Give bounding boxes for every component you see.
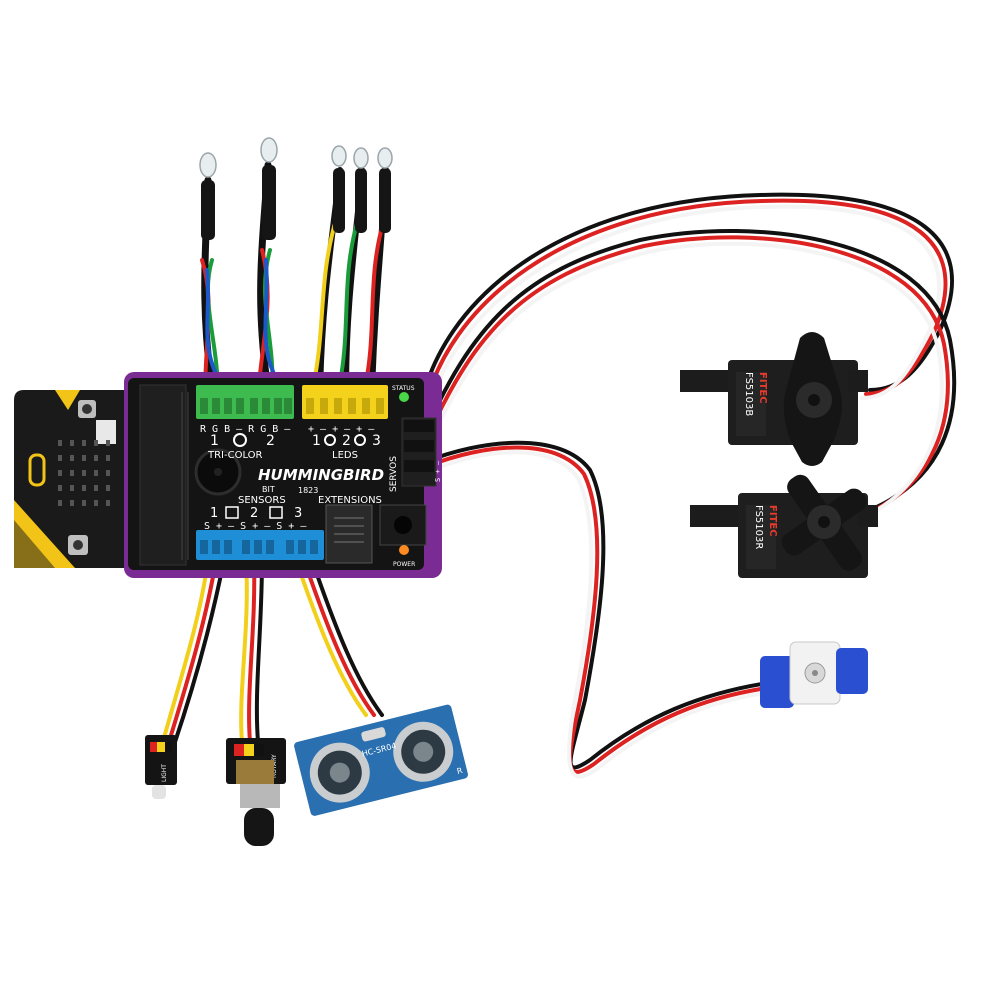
- led-port-1: 1: [312, 433, 321, 449]
- led-header-text: + – + – + –: [308, 424, 375, 435]
- sensor-port-2: 2: [250, 506, 258, 521]
- led-bulbs: [199, 137, 393, 178]
- rotary-knob: [244, 808, 274, 846]
- ultrasonic-sensor: HC-SR04 R: [294, 704, 468, 816]
- servo-a-brand: FITEC: [757, 372, 768, 404]
- micro-servo: [760, 641, 868, 708]
- brand-logo-text: HUMMINGBIRD: [258, 466, 384, 484]
- led-terminals: [302, 385, 388, 419]
- led-matrix: [58, 440, 110, 506]
- led-port-2: 2: [342, 433, 351, 449]
- sensor-header-text: S + – S + – S + –: [204, 521, 307, 532]
- servos-label: SERVOS: [389, 456, 399, 492]
- sensors-label: SENSORS: [238, 495, 286, 506]
- brand-sub-text: BIT: [262, 485, 275, 494]
- servo-fs5103r: FITEC FS5103R: [690, 474, 878, 578]
- servo-fs5103b: FITEC FS5103B: [680, 332, 868, 466]
- servo-plugs: [404, 420, 434, 472]
- led-port-3: 3: [372, 433, 381, 449]
- extensions-label: EXTENSIONS: [318, 495, 382, 506]
- status-led: [399, 392, 409, 402]
- servo-wires: [418, 192, 957, 779]
- sensor-wires: [160, 558, 384, 747]
- tri-color-port-2: 2: [266, 433, 275, 449]
- microbit-board: [14, 390, 145, 568]
- led-icons: [324, 434, 366, 446]
- board-code: 1823: [298, 486, 318, 495]
- servo-b-model: FS5103R: [753, 505, 764, 549]
- light-sensor: LIGHT: [145, 735, 177, 799]
- rgb-header-text: R G B – R G B –: [200, 424, 291, 435]
- power-label: POWER: [393, 561, 415, 568]
- servo-b-horn: [781, 474, 867, 571]
- servo-header-text: S + –: [434, 460, 442, 482]
- sensor-port-1: 1: [210, 506, 218, 521]
- light-sensor-label: LIGHT: [161, 764, 168, 782]
- ultrasonic-r-label: R: [456, 766, 464, 776]
- rotary-sensor: ROTARY: [226, 738, 286, 846]
- leds-label: LEDS: [332, 450, 358, 461]
- heat-shrink-tubes: [201, 165, 391, 240]
- servo-b-brand: FITEC: [767, 505, 778, 537]
- rotary-sensor-label: ROTARY: [271, 754, 278, 778]
- status-label: STATUS: [392, 385, 415, 392]
- servo-a-model: FS5103B: [743, 372, 754, 416]
- sensor-port-3: 3: [294, 506, 302, 521]
- tri-color-label: TRI-COLOR: [207, 450, 263, 461]
- tri-color-port-1: 1: [210, 433, 219, 449]
- hummingbird-board: R G B – R G B – + – + – + – 1 2 TRI-COLO…: [124, 372, 442, 578]
- sensor-port-icons: [225, 506, 283, 519]
- tri-color-icon: [233, 433, 247, 447]
- power-led: [399, 545, 409, 555]
